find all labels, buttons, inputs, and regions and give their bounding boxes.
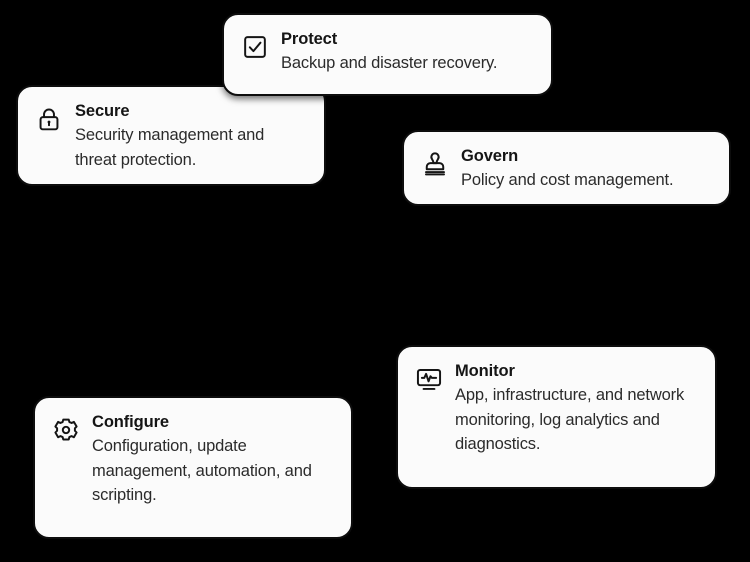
capability-card-text: Configure Configuration, update manageme… bbox=[92, 412, 335, 507]
capability-card-configure[interactable]: Configure Configuration, update manageme… bbox=[33, 396, 353, 539]
card-title: Monitor bbox=[455, 362, 515, 380]
card-description: Policy and cost management. bbox=[461, 171, 674, 190]
capability-card-secure[interactable]: Secure Security management and threat pr… bbox=[16, 85, 326, 186]
capability-card-monitor[interactable]: Monitor App, infrastructure, and network… bbox=[396, 345, 717, 489]
capability-card-protect[interactable]: Protect Backup and disaster recovery. bbox=[222, 13, 553, 96]
capability-card-text: Secure Security management and threat pr… bbox=[75, 101, 308, 172]
card-description: Security management and threat protectio… bbox=[75, 126, 265, 169]
capability-card-text: Monitor App, infrastructure, and network… bbox=[455, 361, 699, 456]
capability-card-govern[interactable]: Govern Policy and cost management. bbox=[402, 130, 731, 206]
stamp-icon bbox=[420, 149, 450, 179]
monitor-pulse-icon bbox=[414, 364, 444, 394]
capability-card-text: Govern Policy and cost management. bbox=[461, 146, 713, 193]
gear-icon bbox=[51, 415, 81, 445]
card-title: Secure bbox=[75, 102, 130, 120]
card-title: Govern bbox=[461, 147, 519, 165]
card-description: Configuration, update management, automa… bbox=[92, 437, 312, 504]
card-description: Backup and disaster recovery. bbox=[281, 54, 498, 73]
checkbox-checked-icon bbox=[240, 32, 270, 62]
card-description: App, infrastructure, and network monitor… bbox=[455, 386, 685, 453]
lock-icon bbox=[34, 104, 64, 134]
card-title: Protect bbox=[281, 30, 338, 48]
capability-card-text: Protect Backup and disaster recovery. bbox=[281, 29, 535, 76]
card-title: Configure bbox=[92, 413, 170, 431]
